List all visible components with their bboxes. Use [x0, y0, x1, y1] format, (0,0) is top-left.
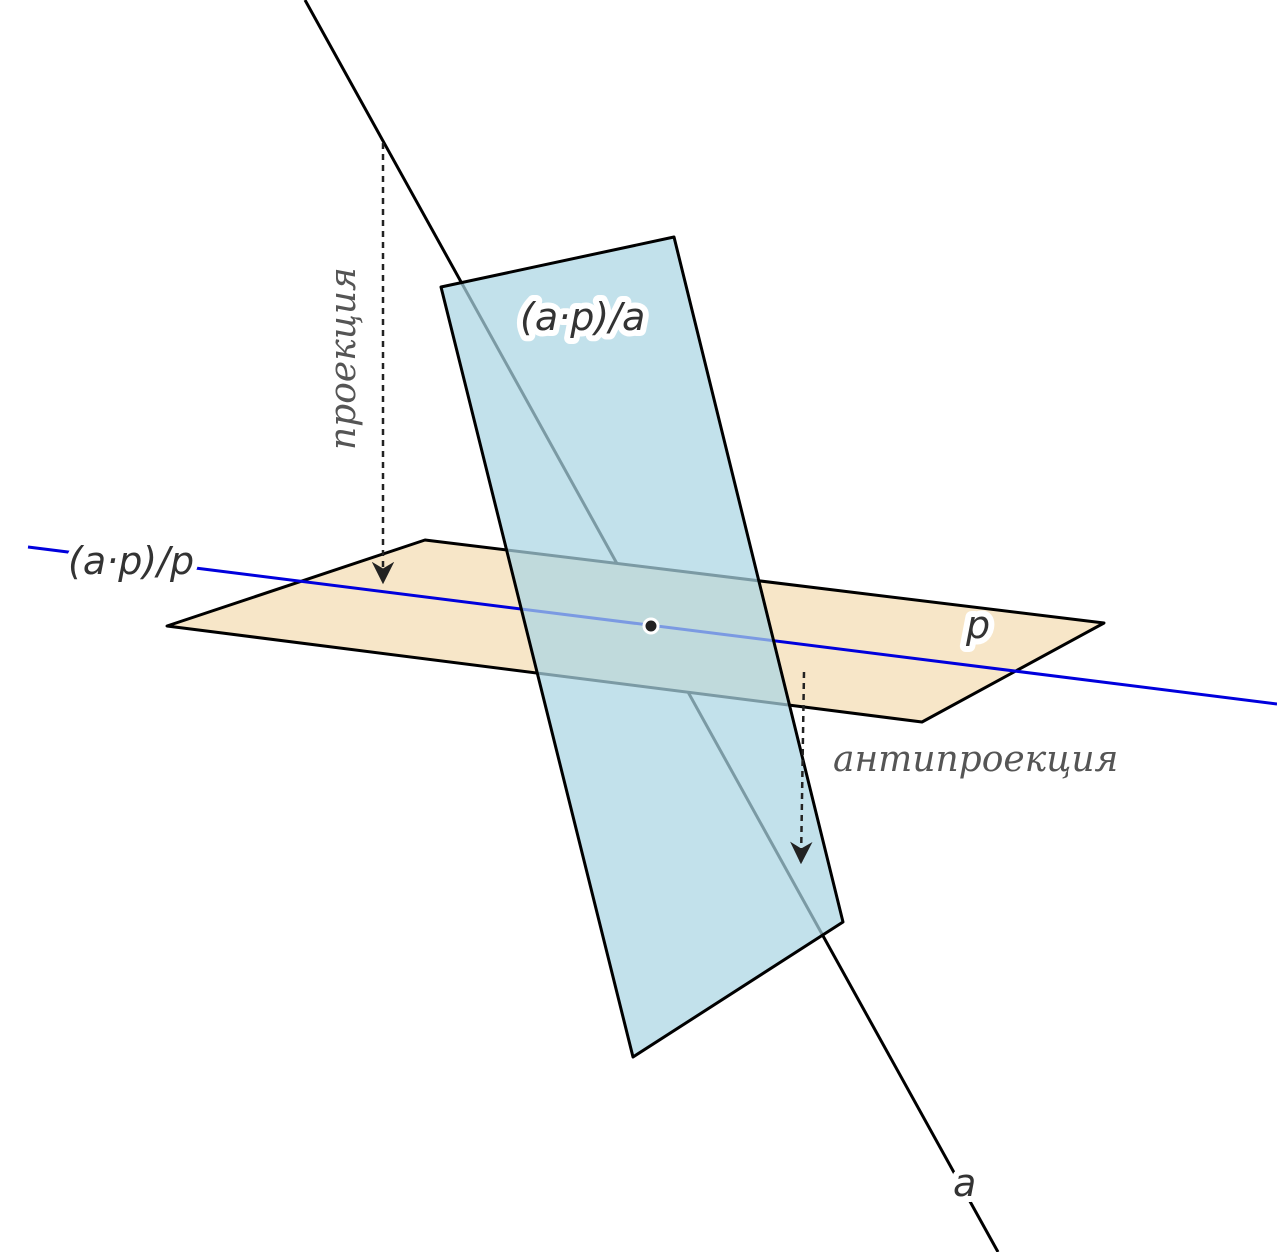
intersection-point — [642, 617, 660, 635]
antiprojection-label: антипроекция — [833, 739, 1118, 780]
line-ap-p-label: (a·p)/p — [68, 539, 194, 583]
projection-label: проекция — [323, 267, 364, 450]
plane-ap-a — [439, 235, 845, 1059]
plane-p-label: p — [965, 603, 990, 647]
line-a-label: a — [953, 1161, 976, 1205]
antiprojection-arrow — [790, 671, 813, 865]
plane-ap-a-label: (a·p)/a — [520, 295, 645, 339]
